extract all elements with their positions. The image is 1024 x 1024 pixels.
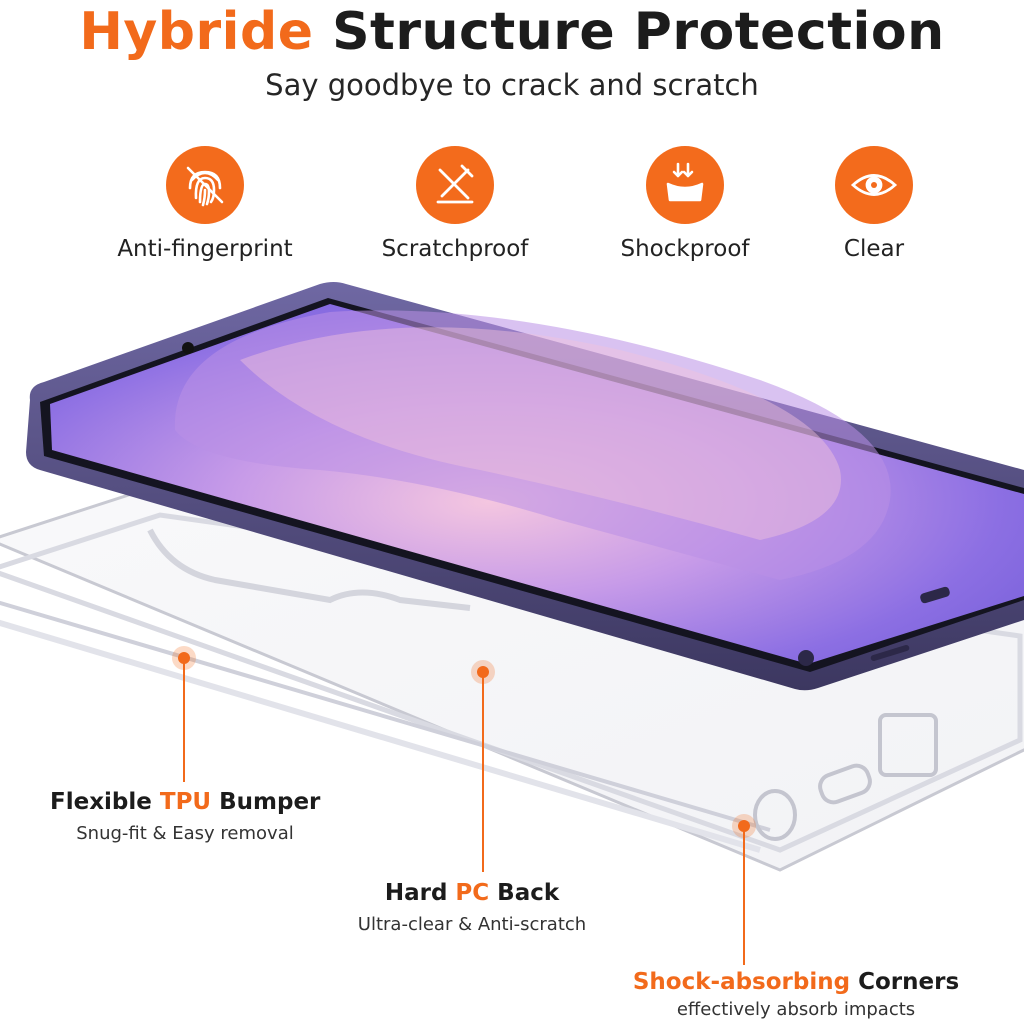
title-rest: Structure Protection: [332, 2, 945, 62]
callout-subtitle: Snug-fit & Easy removal: [76, 823, 294, 844]
feature-label: Anti-fingerprint: [117, 236, 293, 262]
callout-subtitle: Ultra-clear & Anti-scratch: [357, 914, 587, 935]
callout-title: Flexible TPU Bumper: [50, 789, 321, 815]
callout-pc-back: Hard PC Back Ultra-clear & Anti-scratch: [344, 880, 600, 935]
callout-dots: [172, 646, 756, 838]
callout-lines: [183, 660, 745, 965]
page-subtitle: Say goodbye to crack and scratch: [265, 68, 759, 102]
fingerprint-icon: [166, 146, 244, 224]
shock-icon: [646, 146, 724, 224]
scratch-icon: [416, 146, 494, 224]
feature-anti-fingerprint: Anti-fingerprint: [95, 146, 315, 262]
callout-title: Shock-absorbing Corners: [632, 969, 960, 995]
page-title: Hybride Structure Protection: [0, 2, 1024, 62]
feature-shockproof: Shockproof: [575, 146, 795, 262]
callout-subtitle: effectively absorb impacts: [676, 999, 916, 1020]
callout-corners: Shock-absorbing Corners effectively abso…: [606, 969, 986, 1020]
eye-icon: [835, 146, 913, 224]
feature-scratchproof: Scratchproof: [345, 146, 565, 262]
phone: [26, 282, 1024, 691]
feature-clear: Clear: [764, 146, 984, 262]
title-accent: Hybride: [79, 2, 314, 62]
feature-label: Clear: [843, 236, 905, 262]
callout-tpu-bumper: Flexible TPU Bumper Snug-fit & Easy remo…: [50, 789, 320, 844]
feature-label: Shockproof: [620, 236, 750, 262]
callout-title: Hard PC Back: [384, 880, 560, 906]
feature-label: Scratchproof: [381, 236, 529, 262]
